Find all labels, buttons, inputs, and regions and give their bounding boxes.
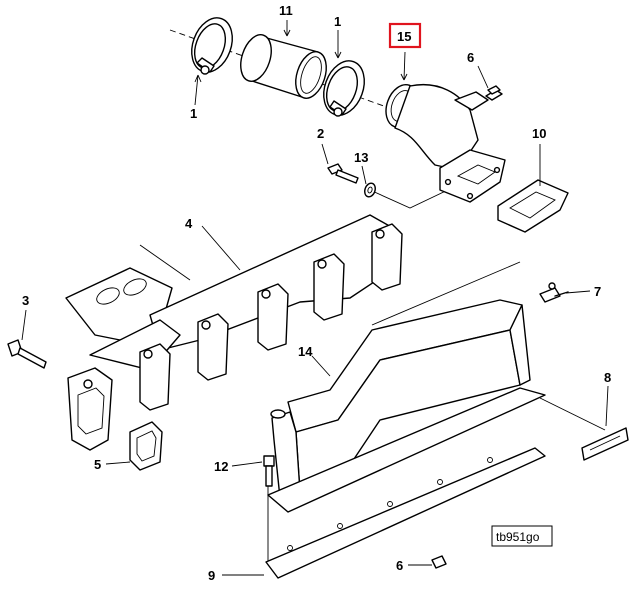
shield-bolt[interactable] bbox=[263, 455, 275, 487]
callout-10-gasket[interactable]: 10 bbox=[532, 126, 546, 141]
callout-1-left-clamp[interactable]: 1 bbox=[190, 106, 197, 121]
callout-9-base-gasket[interactable]: 9 bbox=[208, 568, 215, 583]
callout-3-stud[interactable]: 3 bbox=[22, 293, 29, 308]
callout-12-bolt[interactable]: 12 bbox=[214, 459, 228, 474]
callout-6-elbow-bolt[interactable]: 6 bbox=[467, 50, 474, 65]
hose-clamp-left[interactable] bbox=[185, 12, 240, 78]
exhaust-elbow[interactable] bbox=[380, 80, 506, 203]
gasket-bolt[interactable] bbox=[431, 555, 447, 569]
elbow-gasket[interactable] bbox=[497, 179, 569, 233]
callout-2-bolt[interactable]: 2 bbox=[317, 126, 324, 141]
elbow-mounting-bolt[interactable] bbox=[485, 85, 503, 101]
callouts: 1 11 1 15 6 2 13 10 4 3 5 7 14 8 12 9 6 bbox=[22, 3, 611, 583]
highlight-box bbox=[388, 22, 422, 49]
warning-label[interactable] bbox=[581, 427, 629, 461]
reference-code: tb951go bbox=[496, 530, 540, 544]
callout-1-right-clamp[interactable]: 1 bbox=[334, 14, 341, 29]
manifold-port-gasket[interactable] bbox=[129, 421, 163, 471]
shield-base-gasket[interactable] bbox=[265, 387, 546, 579]
connector-sleeve[interactable] bbox=[235, 31, 331, 102]
callout-7-sensor[interactable]: 7 bbox=[594, 284, 601, 299]
manifold-stud[interactable] bbox=[7, 339, 47, 369]
leader-lines bbox=[21, 20, 609, 576]
callout-8-label[interactable]: 8 bbox=[604, 370, 611, 385]
callout-14-heat-shield[interactable]: 14 bbox=[298, 344, 313, 359]
callout-6-bottom-bolt[interactable]: 6 bbox=[396, 558, 403, 573]
exhaust-manifold[interactable] bbox=[65, 214, 403, 451]
callout-11-sleeve[interactable]: 11 bbox=[279, 3, 293, 18]
hose-clamp-right[interactable] bbox=[317, 55, 372, 121]
reference-code-box: tb951go bbox=[491, 525, 553, 547]
callout-13-washer[interactable]: 13 bbox=[354, 150, 368, 165]
flange-washer[interactable] bbox=[363, 182, 377, 199]
callout-15-elbow[interactable]: 15 bbox=[397, 29, 411, 44]
callout-4-manifold[interactable]: 4 bbox=[185, 216, 193, 231]
callout-5-gasket[interactable]: 5 bbox=[94, 457, 101, 472]
temperature-sensor[interactable] bbox=[539, 282, 569, 303]
flange-bolt[interactable] bbox=[327, 163, 359, 184]
